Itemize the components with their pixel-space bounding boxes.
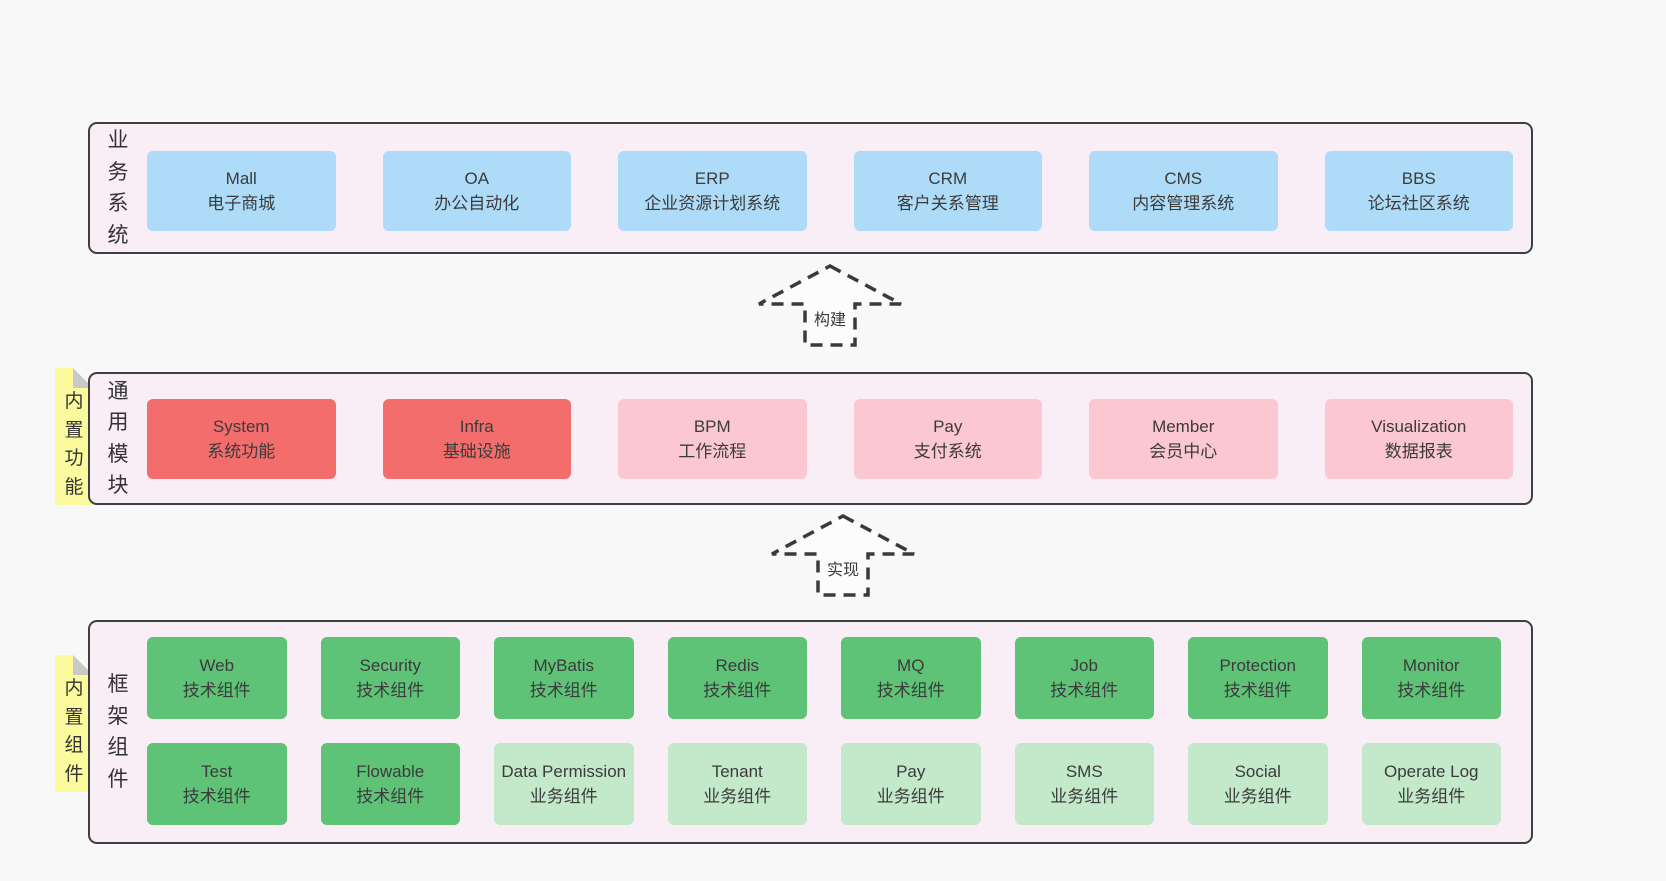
box-protection: Protection 技术组件 bbox=[1188, 637, 1328, 719]
panel-business-systems: 业务系统 Mall 电子商城 OA 办公自动化 ERP 企业资源计划系统 CRM… bbox=[88, 122, 1533, 254]
block-arrow-up-icon bbox=[758, 264, 902, 347]
box-crm: CRM 客户关系管理 bbox=[853, 151, 1042, 231]
box-title: MQ bbox=[897, 655, 925, 675]
box-mq: MQ 技术组件 bbox=[841, 637, 981, 719]
arrow-build: 构建 bbox=[755, 262, 905, 350]
box-title: Monitor bbox=[1402, 655, 1460, 675]
box-cms: CMS 内容管理系统 bbox=[1089, 151, 1278, 231]
box-subtitle: 系统功能 bbox=[207, 442, 276, 461]
box-subtitle: 论坛社区系统 bbox=[1367, 194, 1470, 213]
box-title: Tenant bbox=[711, 761, 763, 781]
common-modules-label: 通用模块 bbox=[107, 379, 129, 498]
box-redis: Redis 技术组件 bbox=[667, 637, 807, 719]
box-subtitle: 业务组件 bbox=[703, 787, 772, 806]
box-subtitle: 技术组件 bbox=[182, 787, 251, 806]
box-subtitle: 技术组件 bbox=[182, 681, 251, 700]
box-social: Social 业务组件 bbox=[1188, 743, 1328, 825]
box-title: Protection bbox=[1219, 655, 1297, 675]
box-security: Security 技术组件 bbox=[320, 637, 460, 719]
box-subtitle: 内容管理系统 bbox=[1132, 194, 1235, 213]
arrow-implement: 实现 bbox=[768, 512, 918, 600]
box-subtitle: 工作流程 bbox=[678, 442, 747, 461]
box-erp: ERP 企业资源计划系统 bbox=[618, 151, 807, 231]
box-oa: OA 办公自动化 bbox=[382, 151, 571, 231]
box-title: Security bbox=[359, 655, 421, 675]
box-title: Redis bbox=[715, 655, 759, 675]
sticky-note-builtin-features: 内置功能 bbox=[55, 368, 93, 505]
box-data-permission: Data Permission 业务组件 bbox=[494, 743, 634, 825]
box-title: Member bbox=[1152, 416, 1215, 436]
arrow-implement-label: 实现 bbox=[823, 556, 863, 580]
box-visualization: Visualization 数据报表 bbox=[1324, 399, 1513, 479]
box-title: CRM bbox=[928, 168, 968, 188]
box-test: Test 技术组件 bbox=[147, 743, 287, 825]
box-member: Member 会员中心 bbox=[1089, 399, 1278, 479]
box-tenant: Tenant 业务组件 bbox=[667, 743, 807, 825]
box-title: MyBatis bbox=[533, 655, 594, 675]
box-title: Social bbox=[1234, 761, 1281, 781]
box-title: Job bbox=[1070, 655, 1098, 675]
box-title: Pay bbox=[896, 761, 926, 781]
box-subtitle: 基础设施 bbox=[442, 442, 511, 461]
box-title: Web bbox=[199, 655, 235, 675]
box-mybatis: MyBatis 技术组件 bbox=[494, 637, 634, 719]
box-title: Test bbox=[201, 761, 233, 781]
arrow-build-label: 构建 bbox=[810, 306, 850, 330]
box-title: Flowable bbox=[356, 761, 425, 781]
box-subtitle: 数据报表 bbox=[1384, 442, 1453, 461]
box-title: Infra bbox=[459, 416, 494, 436]
framework-components-label: 框架组件 bbox=[107, 673, 129, 791]
box-web: Web 技术组件 bbox=[147, 637, 287, 719]
box-title: CMS bbox=[1164, 168, 1203, 188]
box-title: Data Permission bbox=[501, 761, 627, 781]
box-title: Mall bbox=[225, 168, 257, 188]
box-title: SMS bbox=[1065, 761, 1103, 781]
box-subtitle: 技术组件 bbox=[703, 681, 772, 700]
box-subtitle: 业务组件 bbox=[1050, 787, 1119, 806]
box-title: BBS bbox=[1401, 168, 1436, 188]
box-subtitle: 业务组件 bbox=[876, 787, 945, 806]
box-subtitle: 技术组件 bbox=[876, 681, 945, 700]
box-flowable: Flowable 技术组件 bbox=[320, 743, 460, 825]
box-subtitle: 电子商城 bbox=[207, 194, 276, 213]
box-monitor: Monitor 技术组件 bbox=[1361, 637, 1501, 719]
box-title: System bbox=[212, 416, 270, 436]
sticky-note-text: 内置组件 bbox=[64, 678, 84, 785]
box-pay-module: Pay 支付系统 bbox=[853, 399, 1042, 479]
box-subtitle: 技术组件 bbox=[1223, 681, 1292, 700]
box-job: Job 技术组件 bbox=[1014, 637, 1154, 719]
box-subtitle: 业务组件 bbox=[529, 787, 598, 806]
box-subtitle: 技术组件 bbox=[356, 681, 425, 700]
box-subtitle: 技术组件 bbox=[1397, 681, 1466, 700]
panel-common-modules: 通用模块 System 系统功能 Infra 基础设施 BPM 工作流程 Pay… bbox=[88, 372, 1533, 505]
box-subtitle: 技术组件 bbox=[356, 787, 425, 806]
box-subtitle: 会员中心 bbox=[1149, 442, 1218, 461]
business-systems-label: 业务系统 bbox=[107, 129, 129, 247]
box-title: ERP bbox=[694, 168, 730, 188]
box-operate-log: Operate Log 业务组件 bbox=[1361, 743, 1501, 825]
box-title: Pay bbox=[933, 416, 963, 436]
box-pay-component: Pay 业务组件 bbox=[841, 743, 981, 825]
block-arrow-up-icon bbox=[771, 514, 915, 597]
box-sms: SMS 业务组件 bbox=[1014, 743, 1154, 825]
sticky-note-text: 内置功能 bbox=[64, 391, 84, 498]
panel-framework-components: 框架组件 Web 技术组件 Security 技术组件 MyBatis 技术组件… bbox=[88, 620, 1533, 844]
box-mall: Mall 电子商城 bbox=[147, 151, 336, 231]
box-title: Visualization bbox=[1371, 416, 1467, 436]
box-subtitle: 业务组件 bbox=[1397, 787, 1466, 806]
box-title: OA bbox=[464, 168, 490, 188]
box-subtitle: 企业资源计划系统 bbox=[644, 194, 781, 213]
box-subtitle: 业务组件 bbox=[1223, 787, 1292, 806]
box-system: System 系统功能 bbox=[147, 399, 336, 479]
box-subtitle: 客户关系管理 bbox=[896, 194, 999, 213]
box-infra: Infra 基础设施 bbox=[382, 399, 571, 479]
box-bpm: BPM 工作流程 bbox=[618, 399, 807, 479]
box-title: Operate Log bbox=[1383, 761, 1479, 781]
box-subtitle: 技术组件 bbox=[529, 681, 598, 700]
box-title: BPM bbox=[693, 416, 731, 436]
box-subtitle: 技术组件 bbox=[1050, 681, 1119, 700]
box-bbs: BBS 论坛社区系统 bbox=[1324, 151, 1513, 231]
box-subtitle: 办公自动化 bbox=[434, 194, 520, 213]
box-subtitle: 支付系统 bbox=[913, 442, 982, 461]
